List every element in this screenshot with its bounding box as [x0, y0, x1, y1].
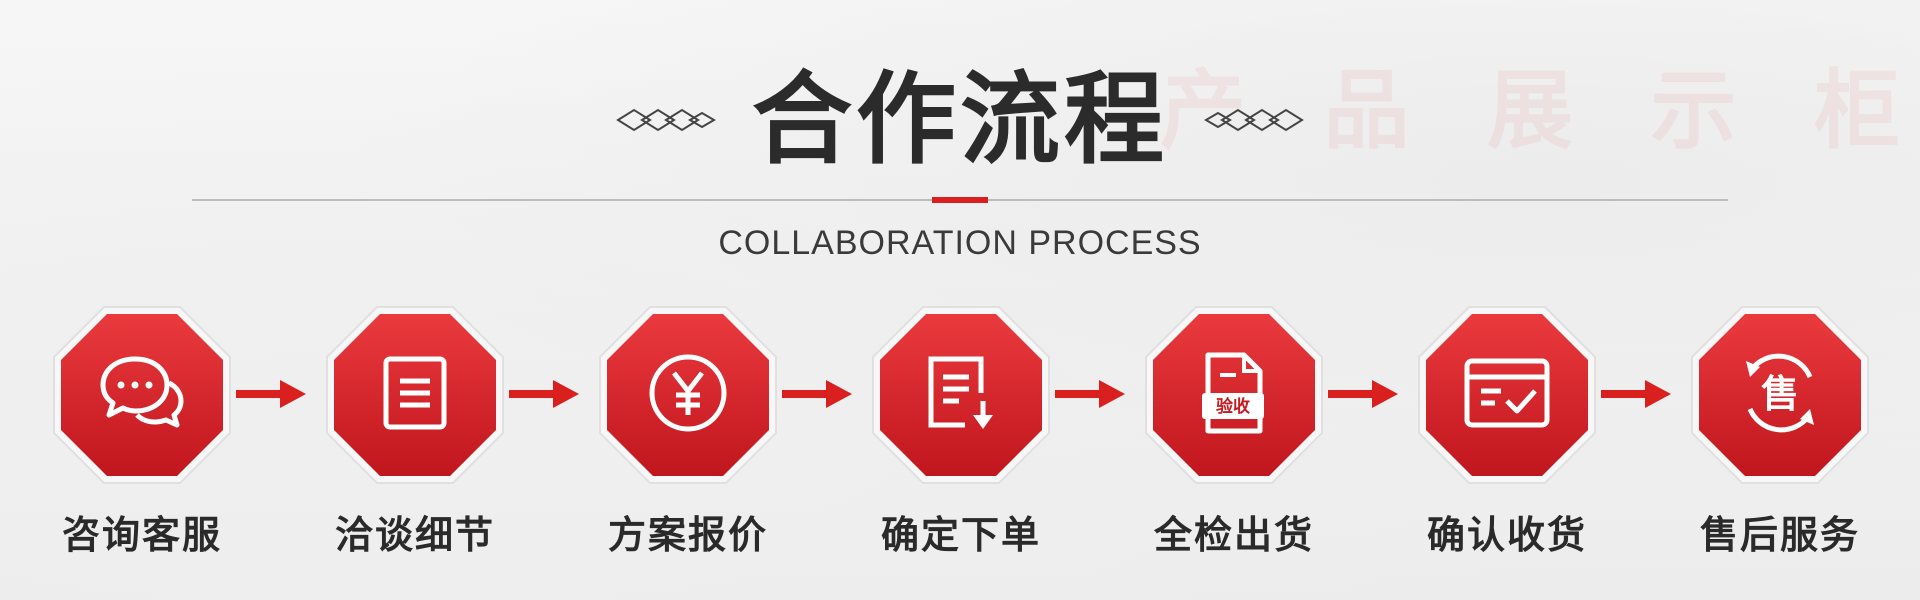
step-after-sales: 售 售后服务 [1680, 304, 1880, 559]
step-label: 全检出货 [1153, 513, 1314, 557]
inspection-document-icon: 验收 [1194, 349, 1274, 441]
step-badge: 验收 [1143, 304, 1325, 486]
page-subtitle: COLLABORATION PROCESS [718, 224, 1202, 262]
step-label: 确认收货 [1426, 513, 1587, 557]
watermark-char: 示 [1650, 61, 1737, 161]
step-badge [597, 304, 779, 486]
arrow-right-icon [509, 380, 579, 408]
arrow-right-icon [1601, 380, 1671, 408]
step-label: 售后服务 [1699, 513, 1860, 557]
watermark-char: 品 [1323, 61, 1410, 161]
step-confirm-receipt: 确认收货 [1407, 304, 1607, 559]
check-inbox-icon [1461, 353, 1553, 437]
page-title: 合作流程 [752, 61, 1168, 178]
after-sales-cycle-icon: 售 [1734, 347, 1826, 443]
arrow-right-icon [1055, 380, 1125, 408]
step-badge: 售 [1689, 304, 1871, 486]
step-badge [870, 304, 1052, 486]
yen-coin-icon [646, 351, 730, 439]
arrow-right-icon [782, 380, 852, 408]
title-row: 合作流程 [0, 70, 1920, 170]
step-label: 方案报价 [607, 513, 768, 557]
step-negotiate: 洽谈细节 [315, 304, 515, 559]
watermark-char: 柜 [1814, 61, 1900, 161]
step-badge [1416, 304, 1598, 486]
document-icon [380, 353, 450, 437]
arrow-right-icon [1328, 380, 1398, 408]
process-steps: 咨询客服 洽谈细节 [0, 304, 1920, 564]
divider-accent [932, 197, 988, 203]
watermark-char: 产 [1160, 61, 1246, 161]
step-label: 咨询客服 [61, 513, 222, 557]
background-watermark: 产 品 展 示 柜 [1160, 40, 1920, 165]
chat-bubbles-icon [97, 353, 187, 437]
inspection-badge-text: 验收 [1216, 396, 1250, 417]
step-quote: 方案报价 [588, 304, 788, 559]
step-order: 确定下单 [861, 304, 1061, 559]
step-badge [51, 304, 233, 486]
step-consult: 咨询客服 [42, 304, 242, 559]
arrow-right-icon [236, 380, 306, 408]
step-label: 确定下单 [880, 513, 1041, 557]
after-sales-glyph: 售 [1761, 372, 1799, 416]
step-badge [324, 304, 506, 486]
order-document-icon [921, 351, 1001, 439]
step-inspect-ship: 验收 全检出货 [1134, 304, 1334, 559]
diamond-ornament-left-icon [616, 105, 716, 135]
diamond-ornament-right-icon [1204, 105, 1304, 135]
step-label: 洽谈细节 [334, 513, 495, 557]
watermark-char: 展 [1487, 61, 1573, 161]
